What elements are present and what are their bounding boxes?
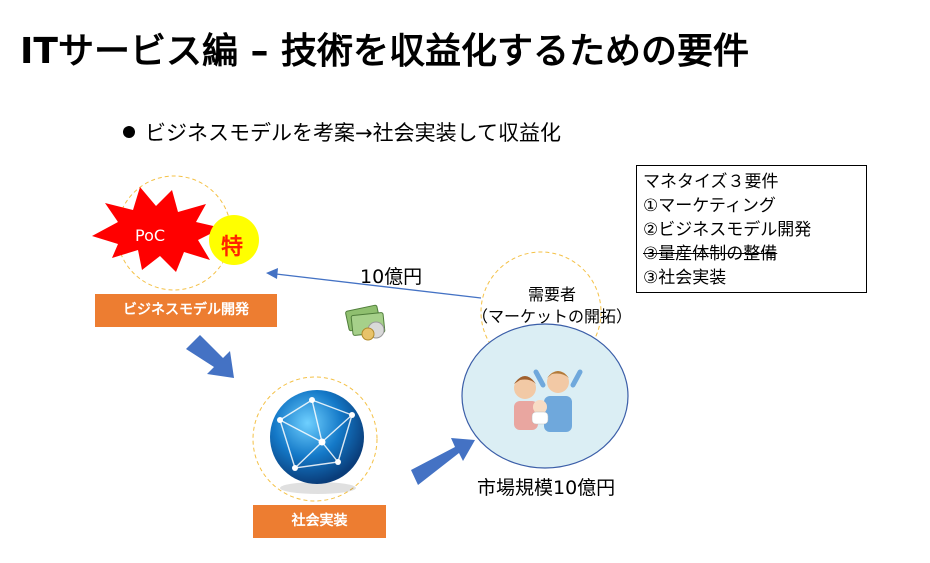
patent-circle [209,215,259,265]
requirement-item-struck: ③量産体制の整備 [643,244,778,264]
up-arrow [411,438,475,485]
demand-label: 需要者 （マーケットの開拓） [472,284,632,328]
requirement-item: ③社会実装 [643,268,727,288]
requirements-heading: マネタイズ３要件 [643,172,779,192]
requirement-item: ②ビジネスモデル開発 [643,220,812,240]
patent-label: 特 [221,235,244,260]
social-implementation-label: 社会実装 [253,505,386,538]
market-ellipse [461,323,629,469]
down-arrow [186,335,234,378]
bullet-line: ビジネスモデルを考案→社会実装して収益化 [123,117,561,147]
requirements-box: マネタイズ３要件 ①マーケティング ②ビジネスモデル開発 ③量産体制の整備 ③社… [636,165,867,293]
amount-label: 10億円 [360,266,423,288]
page-title: ITサービス編 – 技術を収益化するための要件 [20,31,750,72]
burst-icon [92,187,222,272]
revenue-arrow [266,268,482,299]
poc-label: PoC [135,226,166,245]
globe-icon [270,390,364,494]
money-icon [345,304,386,341]
family-icon [514,369,583,432]
bullet-text: ビジネスモデルを考案→社会実装して収益化 [145,121,561,145]
market-size-label: 市場規模10億円 [477,477,616,499]
bullet-dot-icon [123,126,135,138]
requirement-item: ①マーケティング [643,196,776,216]
demand-subtitle: （マーケットの開拓） [472,307,633,326]
demand-title: 需要者 [528,285,577,304]
social-dashed-circle [252,376,378,502]
business-model-label: ビジネスモデル開発 [95,294,277,327]
